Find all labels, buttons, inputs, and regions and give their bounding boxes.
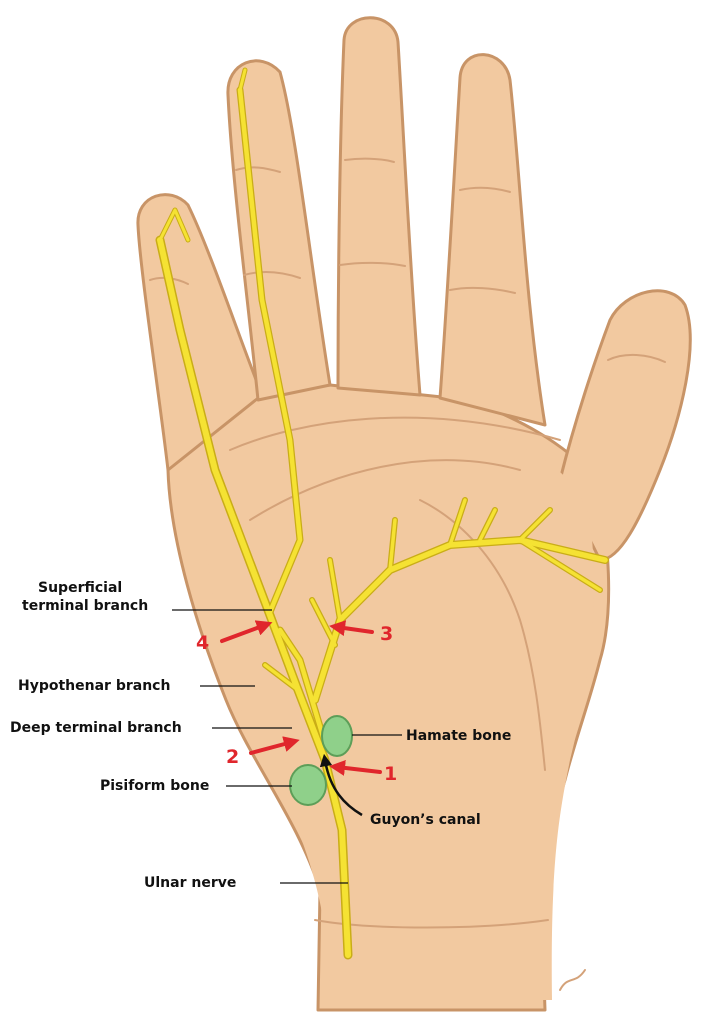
label-pisiform-bone: Pisiform bone xyxy=(100,778,209,794)
marker-3: 3 xyxy=(380,623,393,645)
marker-1: 1 xyxy=(384,763,397,785)
label-superficial-line1: Superficial xyxy=(38,580,122,596)
middle-finger xyxy=(338,18,420,395)
marker-4: 4 xyxy=(196,632,209,654)
label-ulnar-nerve: Ulnar nerve xyxy=(144,875,236,891)
marker-2: 2 xyxy=(226,746,239,768)
hamate-bone-shape xyxy=(322,716,352,756)
label-superficial-line2: terminal branch xyxy=(22,598,148,614)
label-deep-terminal-branch: Deep terminal branch xyxy=(10,720,182,736)
pisiform-bone-shape xyxy=(290,765,326,805)
label-hamate-bone: Hamate bone xyxy=(406,728,511,744)
label-hypothenar-branch: Hypothenar branch xyxy=(18,678,170,694)
label-guyons-canal: Guyon’s canal xyxy=(370,812,481,828)
index-finger xyxy=(440,55,545,425)
